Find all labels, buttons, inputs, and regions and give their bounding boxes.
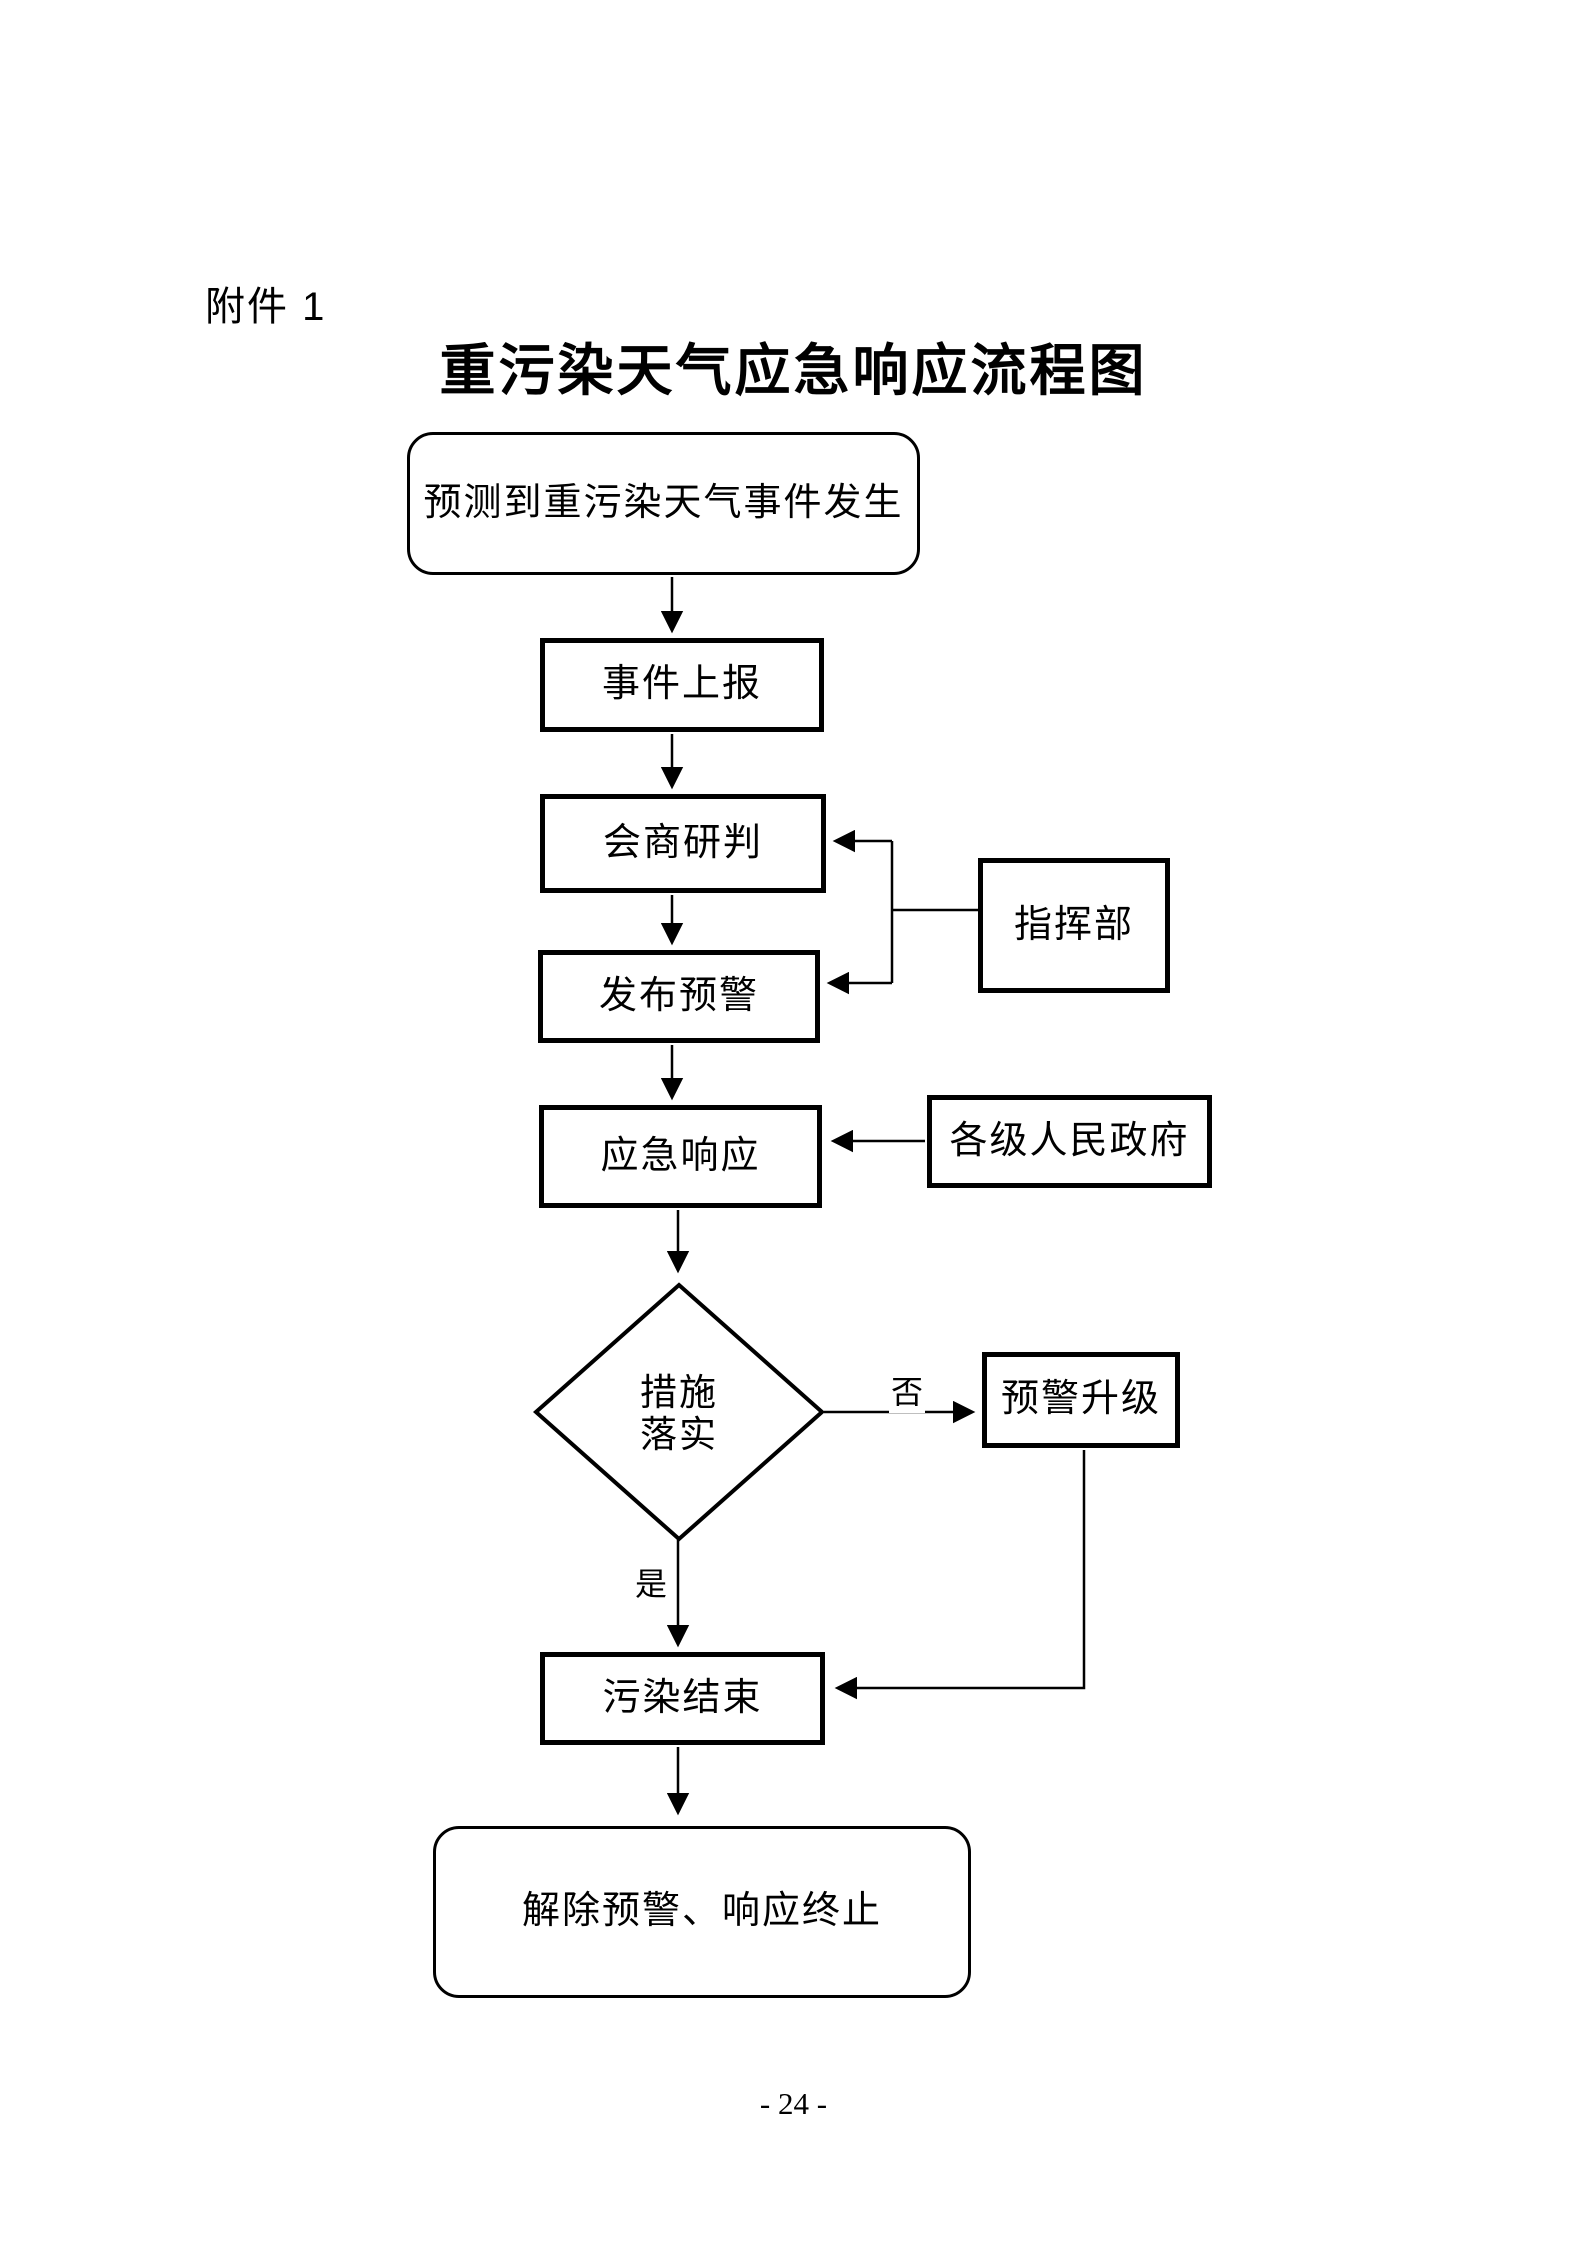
edge-label-no: 否 xyxy=(888,1367,926,1413)
node-start-label: 预测到重污染天气事件发生 xyxy=(423,481,904,524)
node-warning-upgrade: 预警升级 xyxy=(982,1352,1180,1448)
node-command-center: 指挥部 xyxy=(978,858,1170,993)
page-number: - 24 - xyxy=(759,2086,828,2121)
node-pollution-end-label: 污染结束 xyxy=(602,1676,763,1719)
edge-upgrade-to-pollution-end xyxy=(834,1450,1086,1700)
node-start: 预测到重污染天气事件发生 xyxy=(407,432,920,575)
page-title: 重污染天气应急响应流程图 xyxy=(439,341,1148,403)
node-terminate: 解除预警、响应终止 xyxy=(433,1826,971,1998)
node-event-report-label: 事件上报 xyxy=(601,663,762,706)
edge-label-yes: 是 xyxy=(632,1559,670,1605)
node-consultation-label: 会商研判 xyxy=(602,821,763,864)
node-governments: 各级人民政府 xyxy=(927,1095,1212,1188)
decision-diamond xyxy=(532,1282,826,1542)
node-issue-warning: 发布预警 xyxy=(538,950,820,1043)
node-emergency-response-label: 应急响应 xyxy=(600,1134,761,1177)
node-decision-label-line1: 措施 xyxy=(640,1372,718,1413)
node-terminate-label: 解除预警、响应终止 xyxy=(521,1890,882,1933)
node-governments-label: 各级人民政府 xyxy=(949,1119,1190,1162)
node-pollution-end: 污染结束 xyxy=(540,1652,825,1745)
node-event-report: 事件上报 xyxy=(540,638,824,732)
node-emergency-response: 应急响应 xyxy=(539,1105,822,1208)
node-command-center-label: 指挥部 xyxy=(1013,903,1134,946)
node-issue-warning-label: 发布预警 xyxy=(598,974,759,1017)
node-decision-label: 措施 落实 xyxy=(579,1372,779,1456)
attachment-label: 附件 1 xyxy=(205,285,327,329)
node-warning-upgrade-label: 预警升级 xyxy=(1000,1378,1161,1421)
node-consultation: 会商研判 xyxy=(540,794,826,893)
node-decision-label-line2: 落实 xyxy=(640,1414,718,1455)
